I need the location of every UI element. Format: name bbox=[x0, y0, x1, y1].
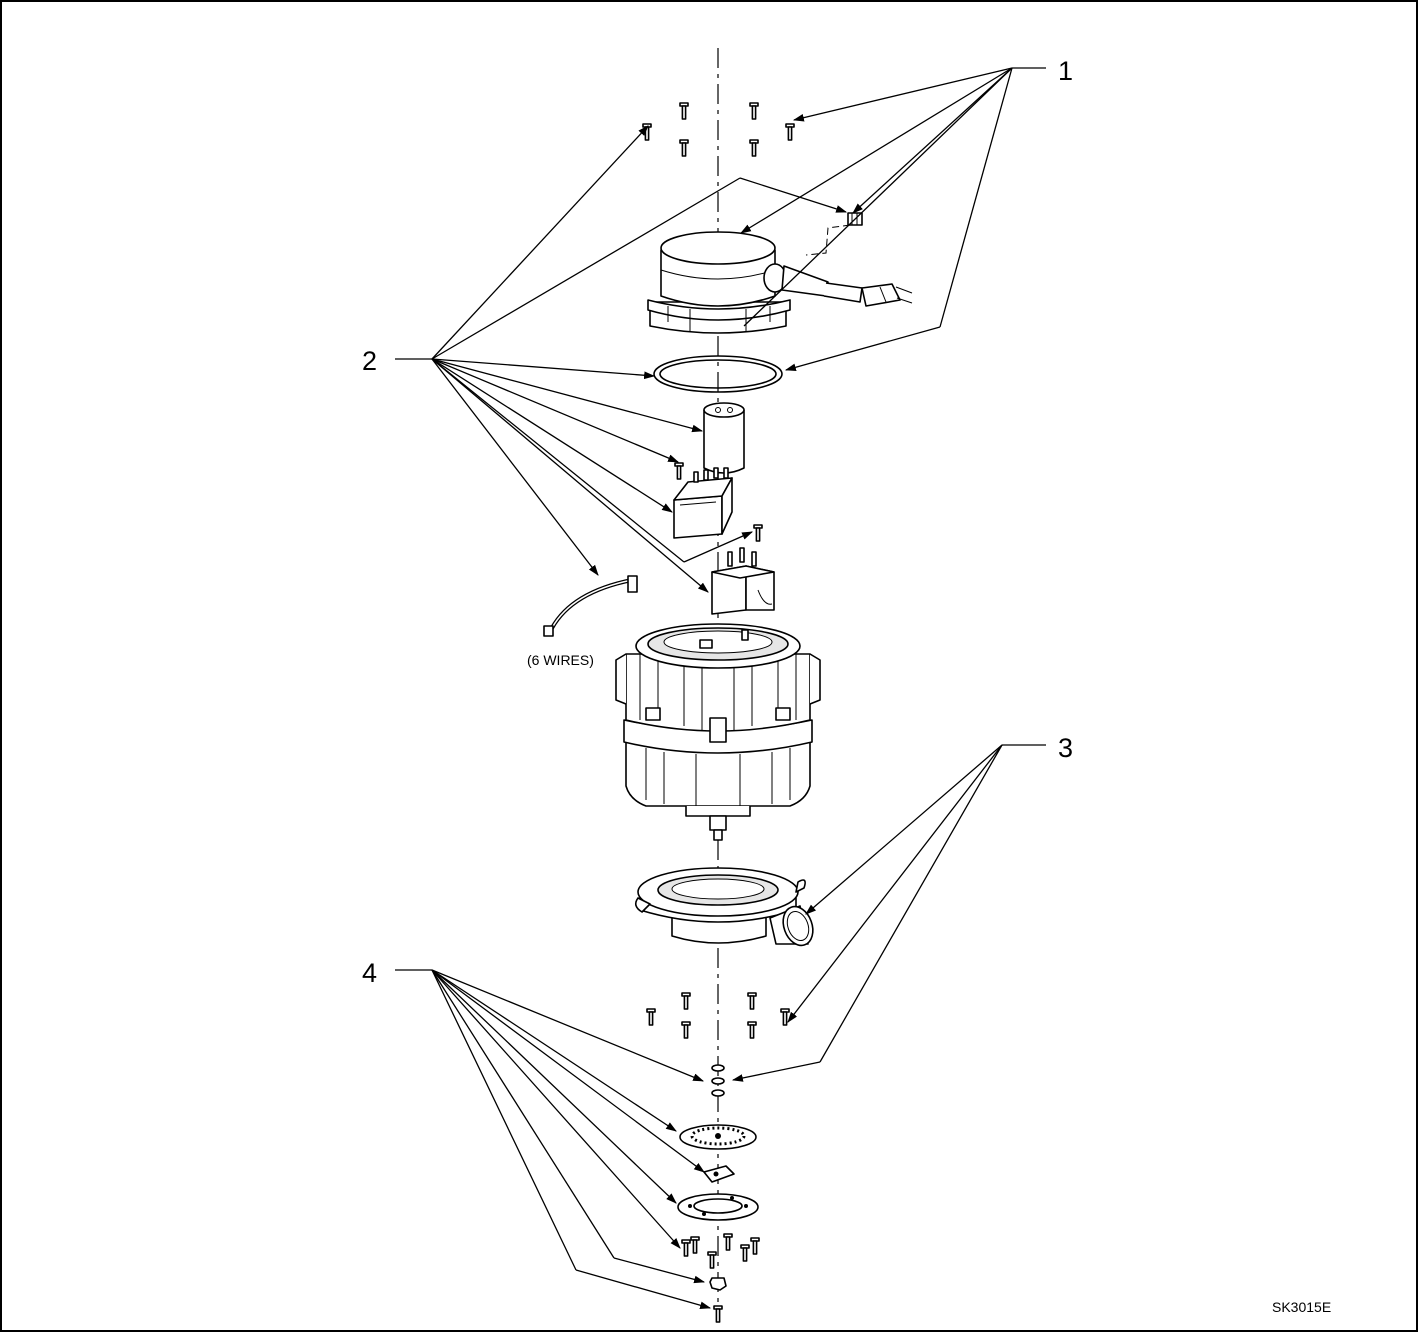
callout-1: 1 bbox=[1058, 56, 1073, 86]
impeller bbox=[703, 1165, 735, 1183]
leaders-callout-1 bbox=[740, 67, 1046, 372]
overload-bracket bbox=[711, 547, 775, 615]
top-cover bbox=[647, 231, 913, 334]
shredder-plate bbox=[679, 1124, 757, 1150]
wires-note: (6 WIRES) bbox=[527, 652, 594, 668]
hex-nut bbox=[709, 1277, 727, 1291]
capacitor-screw bbox=[674, 462, 684, 480]
relay-screw bbox=[753, 524, 763, 542]
relay bbox=[673, 467, 733, 539]
capacitor bbox=[703, 402, 745, 474]
callout-3: 3 bbox=[1058, 733, 1073, 763]
leaders-callout-4 bbox=[395, 969, 712, 1310]
callout-2: 2 bbox=[362, 346, 377, 376]
bottom-screw bbox=[713, 1305, 723, 1323]
plate-screws bbox=[681, 1233, 760, 1269]
cord-fitting bbox=[805, 212, 863, 256]
callout-4: 4 bbox=[362, 958, 377, 988]
leaders-callout-2 bbox=[395, 125, 848, 593]
leaders-callout-3 bbox=[731, 744, 1046, 1082]
motor-housing bbox=[615, 623, 821, 841]
washers bbox=[711, 1064, 725, 1097]
pump-housing bbox=[634, 867, 814, 947]
wire-harness bbox=[543, 575, 638, 637]
drawing-number: SK3015E bbox=[1272, 1299, 1331, 1315]
ring-plate bbox=[677, 1193, 759, 1221]
